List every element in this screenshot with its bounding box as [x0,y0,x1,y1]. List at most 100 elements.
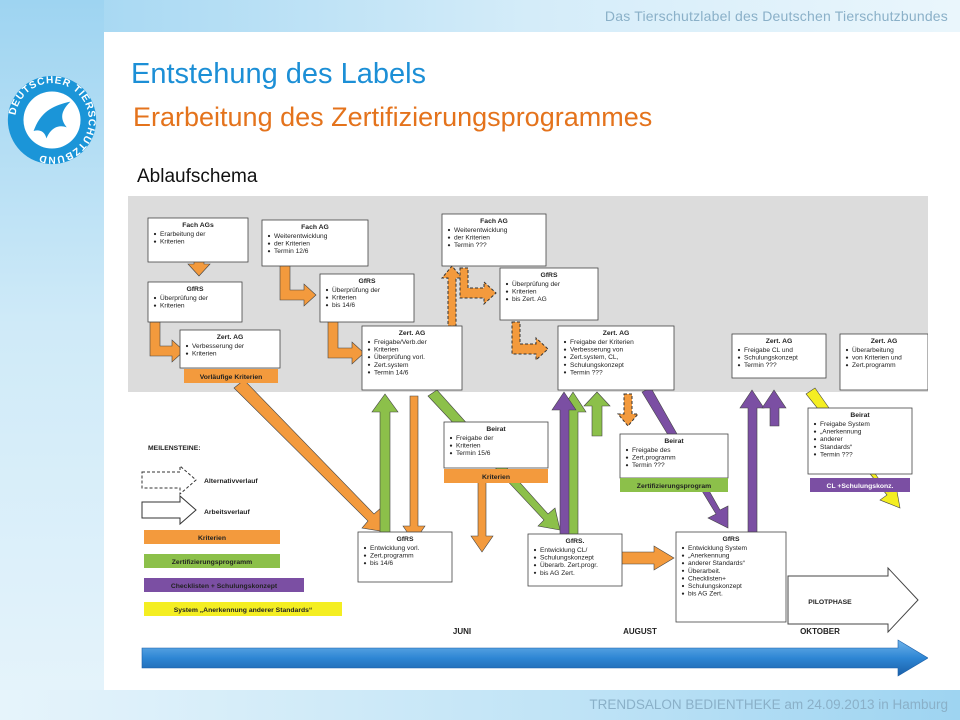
process-box-frame [499,267,599,321]
process-box-line: Schulungskonzept [570,362,624,369]
process-box-line: Termin ??? [570,369,603,376]
legend-dashed-arrow [141,464,197,496]
bullet-icon [737,348,741,352]
process-box-line: Kriterien [192,351,217,358]
bullet-icon [363,546,367,550]
bullet-icon [505,282,509,286]
process-box-frame [319,273,415,323]
process-box-line: Verbesserung der [192,343,245,350]
process-box-line: Zert.programm [632,455,676,462]
process-box-line: Kriterien [332,295,357,302]
process-box-line: Freigabe/Verb.der [374,339,428,346]
legend-solid-arrow [141,494,197,526]
bullet-icon [563,348,567,351]
bullet-icon [625,448,629,452]
bullet-icon [267,250,271,253]
process-box-line: Entwicklung CL/ [540,547,587,554]
process-box-title: Zert. AG [871,338,898,345]
bullet-icon [813,453,817,456]
legend-kriterien-swatch [144,530,280,544]
pilot-label: PILOTPHASE [808,599,852,606]
process-box-title: Zert. AG [399,330,426,337]
bullet-icon [325,304,329,307]
process-box-line: Zert.programm [852,362,896,369]
arrow-dashed-right-2 [511,321,549,362]
process-box-line: anderer [820,436,844,443]
process-box-line: Entwicklung System [688,545,748,552]
month-august: AUGUST [623,627,657,636]
process-box-line: Erarbeitung der [160,231,206,238]
bullet-icon [367,371,371,374]
footer-text: TRENDSALON BEDIENTHEKE am 24.09.2013 in … [589,697,948,712]
legend: MEILENSTEINE: Alternativverlauf Arbeitsv… [141,445,342,616]
process-box-line: von Kriterien und [852,355,902,362]
legend-kriterien: Kriterien [198,535,226,542]
process-box-line: Verbesserung von [570,347,623,354]
process-box-line: bis Zert. AG [512,296,547,303]
process-box-title: GfRS [541,272,558,279]
page-subtitle: Erarbeitung des Zertifizierungsprogramme… [133,102,653,132]
header-band [0,0,960,32]
process-box-line: Überprüfung der [512,280,561,288]
bullet-icon [845,364,849,367]
process-box-frame [731,333,827,379]
bullet-icon [681,592,685,595]
header-text: Das Tierschutzlabel des Deutschen Tiersc… [604,8,948,24]
bullet-icon [681,546,685,550]
bullet-icon [367,363,371,366]
month-oktober: OKTOBER [800,627,840,636]
bullet-icon [447,236,451,239]
diagram-label: Ablaufschema [137,166,258,187]
bar-zert-label: Zertifizierungsprogram [637,483,711,490]
process-box-line: Entwicklung vorl. [370,545,420,552]
bullet-icon [325,296,329,299]
bullet-icon [363,562,367,565]
bullet-icon [813,438,817,441]
process-box-frame [361,325,463,391]
page-title: Entstehung des Labels [131,58,427,90]
bullet-icon [449,452,453,455]
process-box-line: Schulungskonzept [688,583,742,590]
bullet-icon [367,340,371,344]
legend-zert-swatch [144,554,280,568]
arrow-dashed-down [616,393,640,427]
process-box-line: Überprüfung der [160,294,209,302]
bullet-icon [737,364,741,367]
process-box: GfRS.Entwicklung CL/SchulungskonzeptÜber… [527,533,623,587]
process-box-title: Beirat [664,438,684,445]
process-box-line: Termin 12/6 [274,248,309,255]
bullet-icon [813,422,817,426]
bullet-icon [367,356,371,359]
bullet-icon [447,228,451,232]
bullet-icon [563,371,567,374]
process-box-line: der Kriterien [274,241,310,248]
process-box-line: Weiterentwicklung [274,233,328,240]
process-box-line: Freigabe CL und [744,347,793,354]
bar-cl-label: CL +Schulungskonz. [827,483,894,490]
bullet-icon [533,571,537,574]
bullet-icon [185,352,189,355]
legend-system-swatch [144,602,342,616]
arrow-orange-3 [279,261,317,307]
bullet-icon [325,288,329,292]
bullet-icon [449,436,453,440]
process-box-line: Weiterentwicklung [454,227,508,234]
process-box-frame [357,531,453,583]
process-box-line: Freigabe der [456,435,494,442]
bullet-icon [267,242,271,245]
bullet-icon [505,298,509,301]
bullet-icon [625,464,629,467]
process-box-frame [839,333,928,391]
process-box-line: bis AG Zert. [540,570,575,577]
arrow-green-up-3 [583,391,611,437]
process-box-title: Beirat [486,426,506,433]
process-box-line: Kriterien [160,239,185,246]
process-box-line: Freigabe des [632,447,671,454]
process-box-line: Schulungskonzept [744,355,798,362]
